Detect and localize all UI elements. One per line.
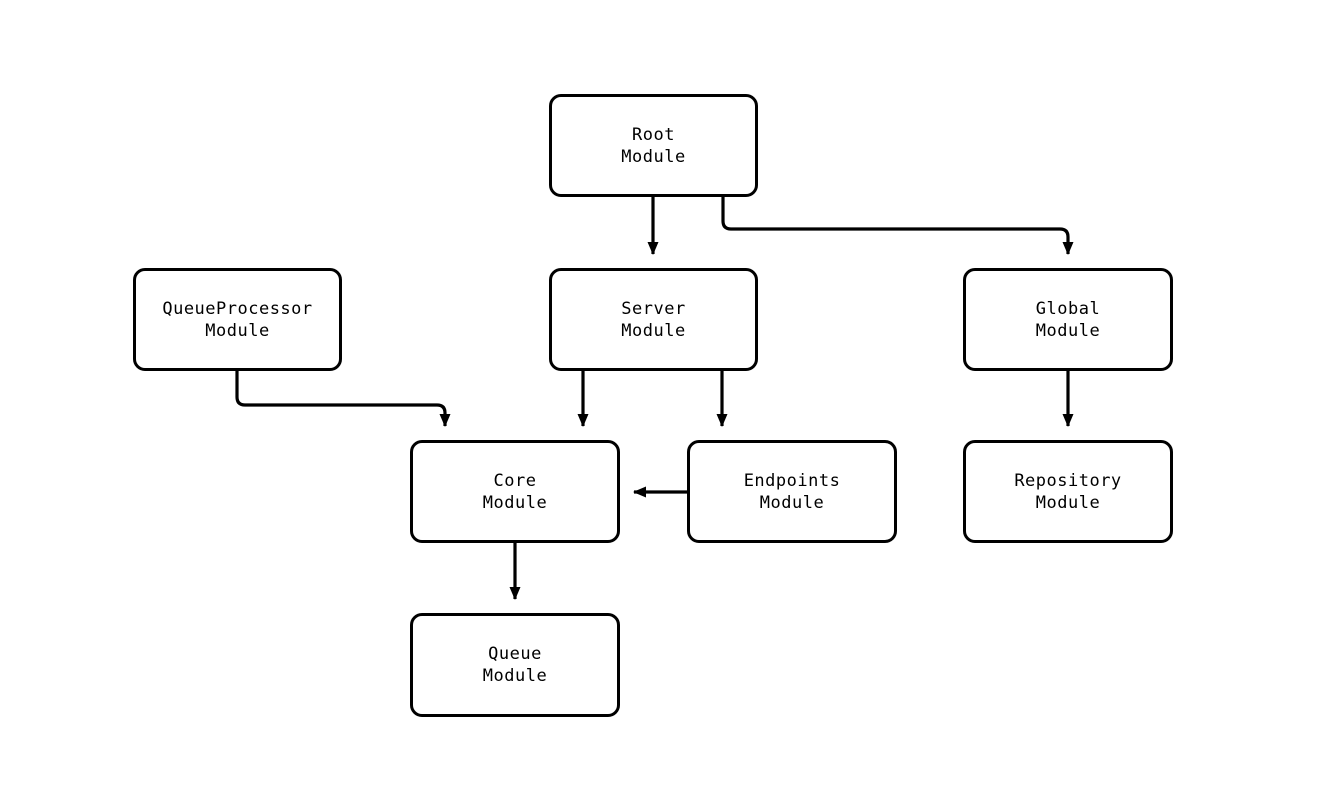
- edge-queueprocessor-to-core: [235, 371, 451, 427]
- node-repository-module[interactable]: Repository Module: [963, 440, 1173, 543]
- node-root-module-label-line2: Module: [621, 146, 686, 167]
- node-server-module[interactable]: Server Module: [549, 268, 758, 371]
- node-global-module-label-line1: Global: [1035, 298, 1101, 319]
- node-server-module-label-line1: Server: [621, 298, 686, 319]
- node-queue-module[interactable]: Queue Module: [410, 613, 620, 717]
- node-repository-module-label-line1: Repository: [1014, 470, 1122, 491]
- node-queue-module-label-line1: Queue: [488, 644, 542, 664]
- node-queueprocessor-module[interactable]: QueueProcessor Module: [133, 268, 342, 371]
- node-global-module[interactable]: Global Module: [963, 268, 1173, 371]
- node-core-module-label-line1: Core: [493, 470, 537, 491]
- node-core-module[interactable]: Core Module: [410, 440, 620, 543]
- node-endpoints-module-label-line1: Endpoints: [743, 470, 841, 491]
- node-root-module[interactable]: Root Module: [549, 94, 758, 197]
- node-queue-module-label-line2: Module: [482, 666, 548, 686]
- node-endpoints-module-label-line2: Module: [759, 492, 825, 513]
- node-core-module-label-line2: Module: [482, 492, 548, 513]
- node-server-module-label-line2: Module: [621, 320, 686, 341]
- edge-root-to-global: [721, 197, 1074, 255]
- node-queueprocessor-module-label-line2: Module: [205, 320, 270, 341]
- node-global-module-label-line2: Module: [1035, 320, 1101, 341]
- node-root-module-label-line1: Root: [632, 124, 675, 145]
- node-endpoints-module[interactable]: Endpoints Module: [687, 440, 897, 543]
- node-queueprocessor-module-label-line1: QueueProcessor: [162, 298, 313, 319]
- node-repository-module-label-line2: Module: [1035, 492, 1101, 513]
